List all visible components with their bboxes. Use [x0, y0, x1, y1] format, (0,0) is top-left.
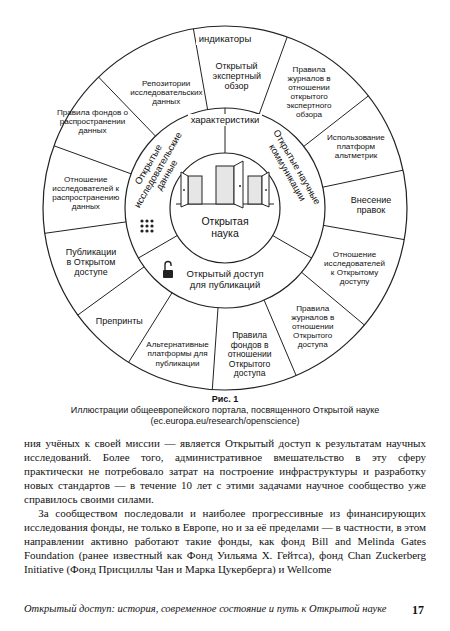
- characteristic-sector: Открытый доступ для публикаций: [183, 269, 267, 290]
- node-label: Открытая наука: [193, 216, 257, 240]
- dot: [145, 219, 148, 222]
- indicator-segment: Правила журналов в отношении открытого э…: [287, 65, 332, 119]
- doors-illustration: [176, 161, 274, 208]
- center-circle: Открытая наука: [193, 216, 257, 240]
- indicator-segment: Открытый экспертный обзор: [213, 61, 261, 91]
- lock-body: [163, 270, 173, 278]
- ring-divider: [138, 236, 177, 259]
- data-dots-icon: [140, 219, 153, 232]
- dot: [140, 219, 143, 222]
- wheel: индикаторыРепозитории исследовательских …: [43, 26, 407, 390]
- indicator-segment: Правила фондов о распространении данных: [56, 108, 128, 135]
- body-text: ния учёных к своей миссии — является Отк…: [24, 436, 426, 576]
- open-lock-icon: [163, 262, 173, 279]
- middle-circle: [125, 108, 325, 308]
- segment-dividers: [45, 29, 404, 390]
- inner-circle: [170, 153, 280, 263]
- indicator-segment: Внесение правок: [350, 195, 392, 215]
- node-label: Правила фондов о распространении данных: [56, 108, 128, 135]
- ring-heading: индикаторы: [196, 33, 254, 44]
- node-label: Открытые исследовательские данные: [122, 122, 196, 218]
- door-knob: [239, 185, 241, 187]
- indicator-segment: Публикации в Открытом доступе: [66, 247, 117, 277]
- figure-number: Рис. 1: [30, 394, 420, 405]
- segment-divider: [324, 225, 405, 239]
- door-frame: [216, 166, 234, 204]
- door-frame: [188, 176, 202, 204]
- ring-heading: характеристики: [188, 114, 263, 125]
- node-label: Открытый доступ для публикаций: [183, 269, 267, 290]
- characteristic-sector: Открытые исследовательские данные: [122, 122, 196, 218]
- door-panel: [181, 172, 188, 207]
- segment-divider: [54, 146, 131, 174]
- dot: [150, 224, 153, 227]
- node-label: Препринты: [95, 316, 143, 326]
- figure-caption: Иллюстрации общеевропейского портала, по…: [30, 405, 420, 427]
- dot: [150, 219, 153, 222]
- dot: [140, 224, 143, 227]
- node-label: Отношение исследователей к распространен…: [51, 175, 120, 211]
- node-label: Правила журналов в отношении открытого э…: [287, 65, 332, 119]
- door-frame: [248, 176, 262, 204]
- page-number: 17: [412, 603, 424, 618]
- door-panel: [234, 161, 243, 208]
- door-knob: [265, 189, 267, 191]
- node-label: Правила фондов в отношении Открытого дос…: [227, 331, 272, 379]
- node-label: Открытый экспертный обзор: [213, 61, 261, 91]
- ring-divider: [273, 236, 312, 259]
- segment-divider: [45, 222, 126, 233]
- segment-divider: [323, 170, 403, 187]
- outer-circle: [43, 26, 407, 390]
- characteristics-ring: характеристикиОткрытые исследовательские…: [125, 108, 325, 308]
- door-knob: [183, 189, 185, 191]
- segment-divider: [212, 308, 218, 390]
- dot: [140, 229, 143, 232]
- indicator-segment: Альтернативные платформы для публикации: [146, 340, 209, 367]
- node-label: Публикации в Открытом доступе: [66, 247, 117, 277]
- indicator-segment: Отношение исследователей к распространен…: [51, 175, 120, 211]
- dot: [145, 229, 148, 232]
- indicator-segment: Использование платформ альтметрик: [326, 133, 386, 160]
- indicator-segment: Правила фондов в отношении Открытого дос…: [227, 331, 272, 379]
- segment-divider: [259, 37, 287, 114]
- node-label: Открытые научные коммуникации: [259, 124, 323, 214]
- door-panel: [262, 172, 269, 207]
- characteristic-sector: Открытые научные коммуникации: [259, 124, 323, 214]
- indicator-segment: Правила журналов в отношении Открытого д…: [290, 304, 335, 349]
- node-label: Альтернативные платформы для публикации: [146, 340, 209, 367]
- node-label: Использование платформ альтметрик: [326, 133, 386, 160]
- running-footer: Открытый доступ: история, современное со…: [24, 603, 387, 614]
- indicator-segment: Отношение исследователей к Открытому дос…: [323, 250, 386, 286]
- dot: [145, 224, 148, 227]
- lock-shackle: [165, 262, 171, 271]
- node-label: Отношение исследователей к Открытому дос…: [323, 250, 386, 286]
- dot: [150, 229, 153, 232]
- node-label: Внесение правок: [350, 195, 392, 215]
- paragraph: За сообществом последовали и наиболее пр…: [24, 506, 426, 576]
- indicator-segment: Препринты: [95, 316, 143, 326]
- node-label: Правила журналов в отношении Открытого д…: [290, 304, 335, 349]
- node-label: Репозитории исследовательских данных: [130, 79, 202, 106]
- paragraph: ния учёных к своей миссии — является Отк…: [24, 436, 426, 506]
- indicator-segment: Репозитории исследовательских данных: [130, 79, 202, 106]
